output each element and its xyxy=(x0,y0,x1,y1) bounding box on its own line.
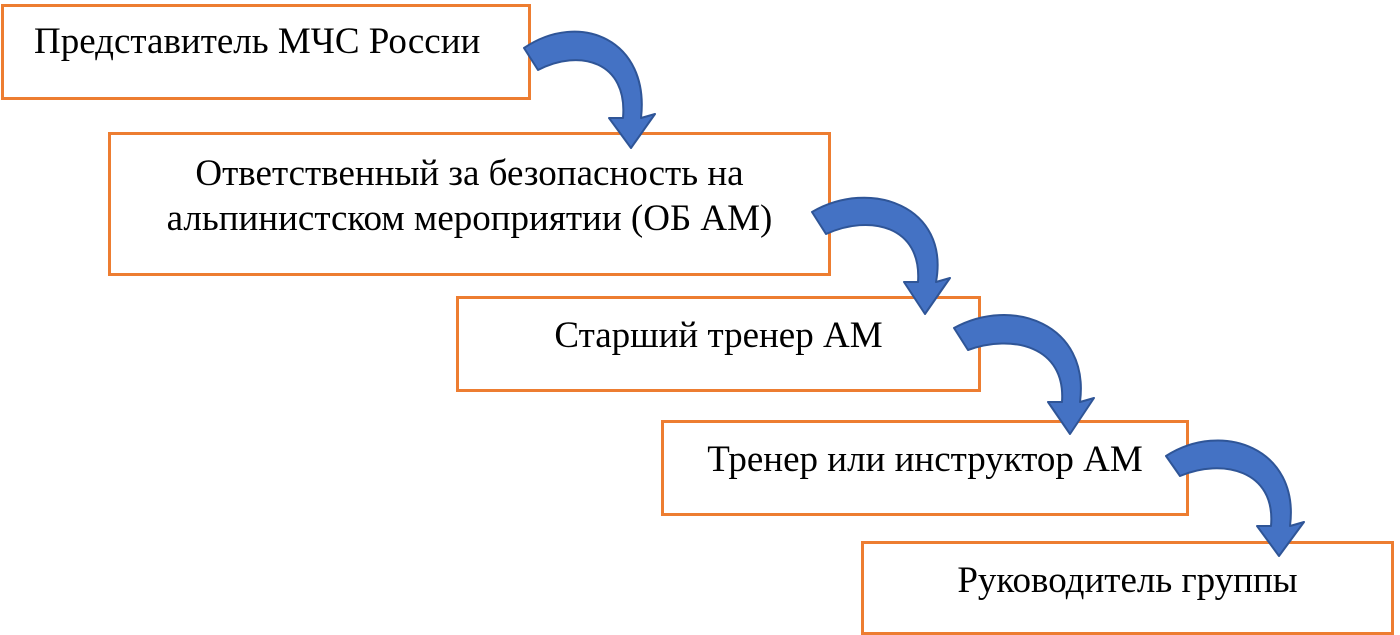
node-label: Тренер или инструктор АМ xyxy=(707,439,1143,480)
node-label: Представитель МЧС России xyxy=(34,21,481,62)
node-senior-coach: Старший тренер АМ xyxy=(456,296,981,392)
node-label: Старший тренер АМ xyxy=(554,315,883,356)
node-label-group: Ответственный за безопасность на альпини… xyxy=(167,151,773,273)
node-safety-officer: Ответственный за безопасность на альпини… xyxy=(108,132,831,276)
node-emergency-ministry-representative: Представитель МЧС России xyxy=(1,4,531,100)
node-label-line-2: альпинистском мероприятии (ОБ АМ) xyxy=(166,198,773,240)
curved-arrow-icon xyxy=(523,30,656,149)
node-label-line-1: Ответственный за безопасность на xyxy=(195,153,744,194)
node-coach-or-instructor: Тренер или инструктор АМ xyxy=(661,420,1189,516)
node-label: Руководитель группы xyxy=(957,560,1298,601)
node-group-leader: Руководитель группы xyxy=(861,541,1394,635)
